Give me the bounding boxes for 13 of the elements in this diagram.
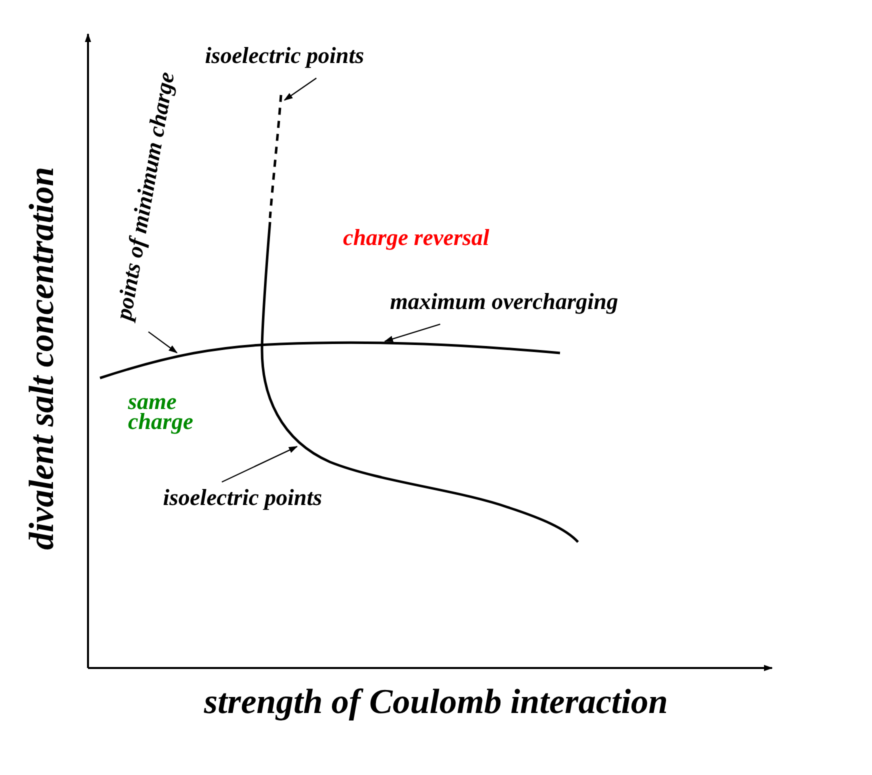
leader-line xyxy=(222,446,298,483)
axis-title: strength of Coulomb interaction xyxy=(204,684,668,721)
leader-line xyxy=(148,331,178,354)
axis-title: divalent salt concentration xyxy=(24,166,60,550)
region-label: charge reversal xyxy=(343,226,490,250)
annotation-text: points of minimum charge xyxy=(111,70,179,322)
annotation-text: maximum overcharging xyxy=(390,290,618,314)
phase-boundary-curve xyxy=(100,341,560,380)
leader-line xyxy=(284,78,317,101)
annotation-text: isoelectric points xyxy=(163,486,322,510)
region-label: same charge xyxy=(128,392,194,432)
annotation-text: isoelectric points xyxy=(205,44,364,68)
leader-line xyxy=(384,324,440,342)
